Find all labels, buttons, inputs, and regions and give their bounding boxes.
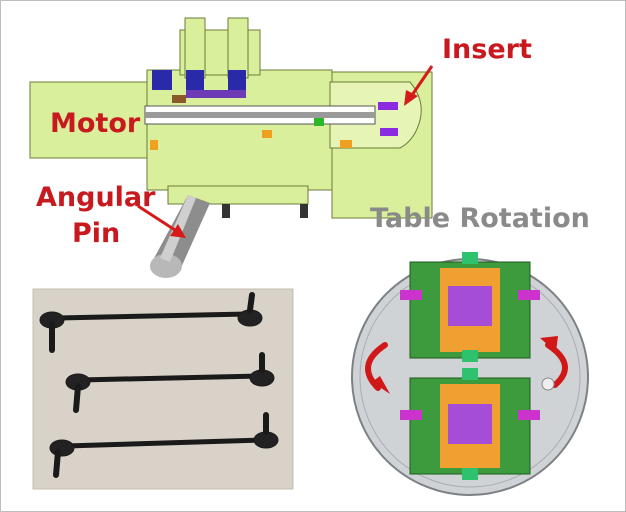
motor-block bbox=[29, 81, 149, 159]
mold-unit-bottom bbox=[400, 368, 540, 480]
angular-label: Angular bbox=[36, 182, 156, 213]
table-rotation-label: Table Rotation bbox=[370, 203, 590, 234]
rotation-arrow-left bbox=[365, 342, 388, 391]
angular-pin-arrow bbox=[137, 204, 179, 234]
shaft-core bbox=[145, 112, 375, 118]
mold-base-plate bbox=[167, 185, 309, 205]
motor-label: Motor bbox=[50, 108, 141, 139]
insert-label: Insert bbox=[442, 34, 532, 65]
stabilizer-link-top bbox=[39, 292, 263, 353]
pin-label: Pin bbox=[72, 218, 121, 249]
mold-unit-top bbox=[400, 252, 540, 362]
insert-part bbox=[378, 102, 398, 110]
blue-bearing-left bbox=[152, 70, 172, 90]
stabilizer-link-middle bbox=[65, 352, 275, 413]
stabilizer-link-bottom bbox=[49, 412, 279, 478]
insert-arrow bbox=[408, 65, 434, 99]
